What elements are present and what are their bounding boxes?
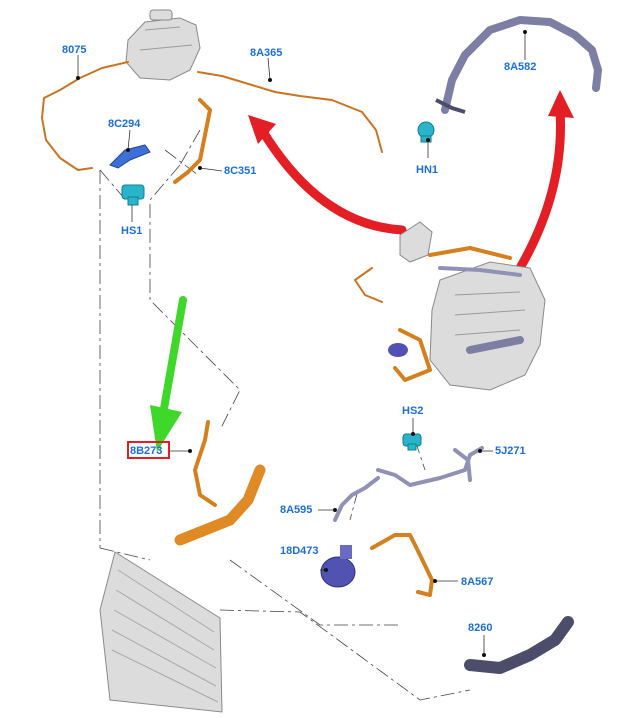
engine-assembly-icon (354, 221, 546, 391)
red-arrow-icon (248, 90, 574, 273)
fastener-HN1 (417, 121, 435, 143)
label-HS2[interactable]: HS2 (402, 405, 423, 417)
hose-8075 (41, 61, 129, 171)
fastener-HS1 (121, 184, 145, 206)
coolant-reservoir-icon (125, 9, 201, 81)
hose-8B273 (174, 420, 266, 546)
hose-8A567 (370, 533, 434, 597)
label-18D473[interactable]: 18D473 (280, 545, 319, 557)
label-5J271[interactable]: 5J271 (495, 445, 526, 457)
highlight-box (127, 441, 170, 459)
label-HN1[interactable]: HN1 (416, 164, 438, 176)
label-8A567[interactable]: 8A567 (461, 576, 493, 588)
label-8B273[interactable]: 8B273 (130, 445, 162, 457)
radiator-icon (99, 551, 223, 713)
label-8075[interactable]: 8075 (62, 44, 86, 56)
label-8A582[interactable]: 8A582 (504, 61, 536, 73)
label-8A365[interactable]: 8A365 (250, 47, 282, 59)
label-HS1[interactable]: HS1 (121, 225, 142, 237)
leader-dots (76, 30, 527, 657)
hose-8260 (464, 616, 574, 674)
hose-8C351 (173, 98, 212, 184)
label-8260[interactable]: 8260 (468, 622, 492, 634)
hose-5J271 (376, 446, 484, 487)
part-labels: 8075 8A365 8A582 8C294 HN1 8C351 HS1 HS2… (62, 44, 536, 634)
hose-8A365 (197, 71, 383, 153)
hose-8A595 (333, 476, 380, 522)
leader-lines (77, 32, 526, 655)
label-8C294[interactable]: 8C294 (108, 118, 141, 130)
routing-lines (99, 129, 471, 701)
water-pump-icon (320, 545, 356, 588)
fastener-HS2 (402, 433, 422, 451)
bracket-8C294 (109, 144, 151, 169)
label-8C351[interactable]: 8C351 (224, 165, 256, 177)
label-8A595[interactable]: 8A595 (280, 504, 312, 516)
green-arrow-icon (150, 296, 187, 452)
hose-8A582 (435, 16, 602, 114)
